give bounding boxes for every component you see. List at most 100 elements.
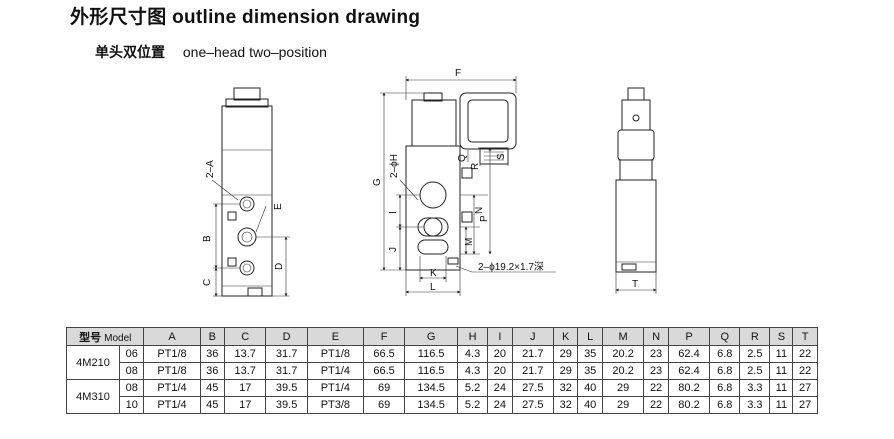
table-cell: 13.7 (224, 345, 267, 363)
table-cell: 31.7 (265, 362, 308, 380)
table-cell: 20.2 (601, 362, 645, 380)
label-f: F (455, 68, 461, 79)
label-s: S (496, 153, 507, 160)
label-p: P (479, 215, 490, 222)
table-cell: 80.2 (667, 379, 711, 397)
table-cell: 3.3 (739, 396, 771, 414)
table-cell: 5.2 (457, 379, 489, 397)
table-cell: 27 (792, 379, 818, 397)
table-cell: 66.5 (362, 345, 406, 363)
table-cell: 27 (792, 396, 818, 414)
table-cell: 6.8 (709, 379, 741, 397)
size-cell: 10 (118, 396, 145, 414)
header-col-k: K (552, 327, 579, 346)
label-e: E (273, 203, 284, 210)
label-c: C (202, 279, 213, 286)
table-cell: 35 (577, 345, 603, 363)
table-cell: 11 (769, 379, 794, 397)
table-cell: 36 (199, 345, 226, 363)
table-cell: 22 (792, 345, 818, 363)
table-cell: 11 (769, 362, 794, 380)
subtitle: 单头双位置 one–head two–position (95, 42, 327, 62)
table-cell: 22 (792, 362, 818, 380)
header-col-c: C (224, 327, 267, 346)
table-cell: PT1/8 (306, 345, 364, 363)
header-col-n: N (643, 327, 669, 346)
table-cell: 62.4 (667, 345, 711, 363)
table-cell: 23 (643, 362, 669, 380)
table-cell: 134.5 (404, 379, 459, 397)
header-col-q: Q (709, 327, 741, 346)
table-cell: 24 (487, 379, 513, 397)
table-cell: 20.2 (601, 345, 645, 363)
table-cell: 21.7 (511, 345, 554, 363)
label-k: K (430, 268, 437, 279)
table-cell: 116.5 (404, 345, 459, 363)
label-l: L (430, 282, 436, 293)
model-cell: 4M310 (66, 379, 120, 414)
header-col-a: A (143, 327, 201, 346)
header-col-p: P (667, 327, 711, 346)
right-view: T (615, 87, 657, 294)
header-col-f: F (362, 327, 406, 346)
table-cell: 69 (362, 379, 406, 397)
label-n: N (474, 207, 485, 214)
table-cell: 20 (487, 345, 513, 363)
table-cell: 23 (643, 345, 669, 363)
table-cell: 36 (199, 362, 226, 380)
middle-view: F G 2–ϕH I J K L M N P Q R S 2–ϕ19.2×1.7… (372, 68, 556, 296)
table-cell: 24 (487, 396, 513, 414)
table-cell: 32 (552, 379, 579, 397)
table-cell: 134.5 (404, 396, 459, 414)
table-cell: 27.5 (511, 379, 554, 397)
size-cell: 08 (118, 362, 145, 380)
header-col-r: R (739, 327, 771, 346)
model-cell: 4M210 (66, 345, 120, 380)
table-cell: 2.5 (739, 345, 771, 363)
table-cell: 3.3 (739, 379, 771, 397)
table-cell: 11 (769, 345, 794, 363)
table-cell: 6.8 (709, 396, 741, 414)
table-cell: 4.3 (457, 345, 489, 363)
table-cell: 31.7 (265, 345, 308, 363)
header-col-s: S (769, 327, 794, 346)
table-cell: 39.5 (265, 379, 308, 397)
header-model: 型号 Model (65, 327, 145, 346)
size-cell: 06 (118, 345, 145, 363)
header-col-i: I (487, 327, 513, 346)
table-cell: PT1/4 (143, 379, 201, 397)
header-model-cn: 型号 (79, 331, 102, 344)
table-cell: 22 (643, 379, 669, 397)
table-cell: 40 (577, 396, 603, 414)
table-cell: 80.2 (667, 396, 711, 414)
table-cell: PT3/8 (306, 396, 364, 414)
subtitle-cn: 单头双位置 (95, 44, 165, 60)
table-cell: PT1/8 (143, 345, 201, 363)
size-cell: 08 (118, 379, 145, 397)
table-cell: 20 (487, 362, 513, 380)
table-cell: 6.8 (709, 362, 741, 380)
table-cell: 29 (601, 379, 645, 397)
header-col-h: H (457, 327, 489, 346)
table-cell: 17 (224, 396, 267, 414)
table-cell: 5.2 (457, 396, 489, 414)
table-cell: 116.5 (404, 362, 459, 380)
label-m: M (464, 238, 475, 246)
table-cell: 29 (552, 362, 579, 380)
table-cell: 13.7 (224, 362, 267, 380)
header-col-j: J (511, 327, 554, 346)
label-g: G (372, 178, 383, 186)
label-b: B (202, 235, 213, 242)
table-cell: 29 (601, 396, 645, 414)
header-col-g: G (404, 327, 459, 346)
label-a: 2–A (205, 160, 216, 178)
table-cell: PT1/4 (306, 362, 364, 380)
label-d: D (274, 263, 285, 270)
table-cell: 45 (199, 379, 226, 397)
